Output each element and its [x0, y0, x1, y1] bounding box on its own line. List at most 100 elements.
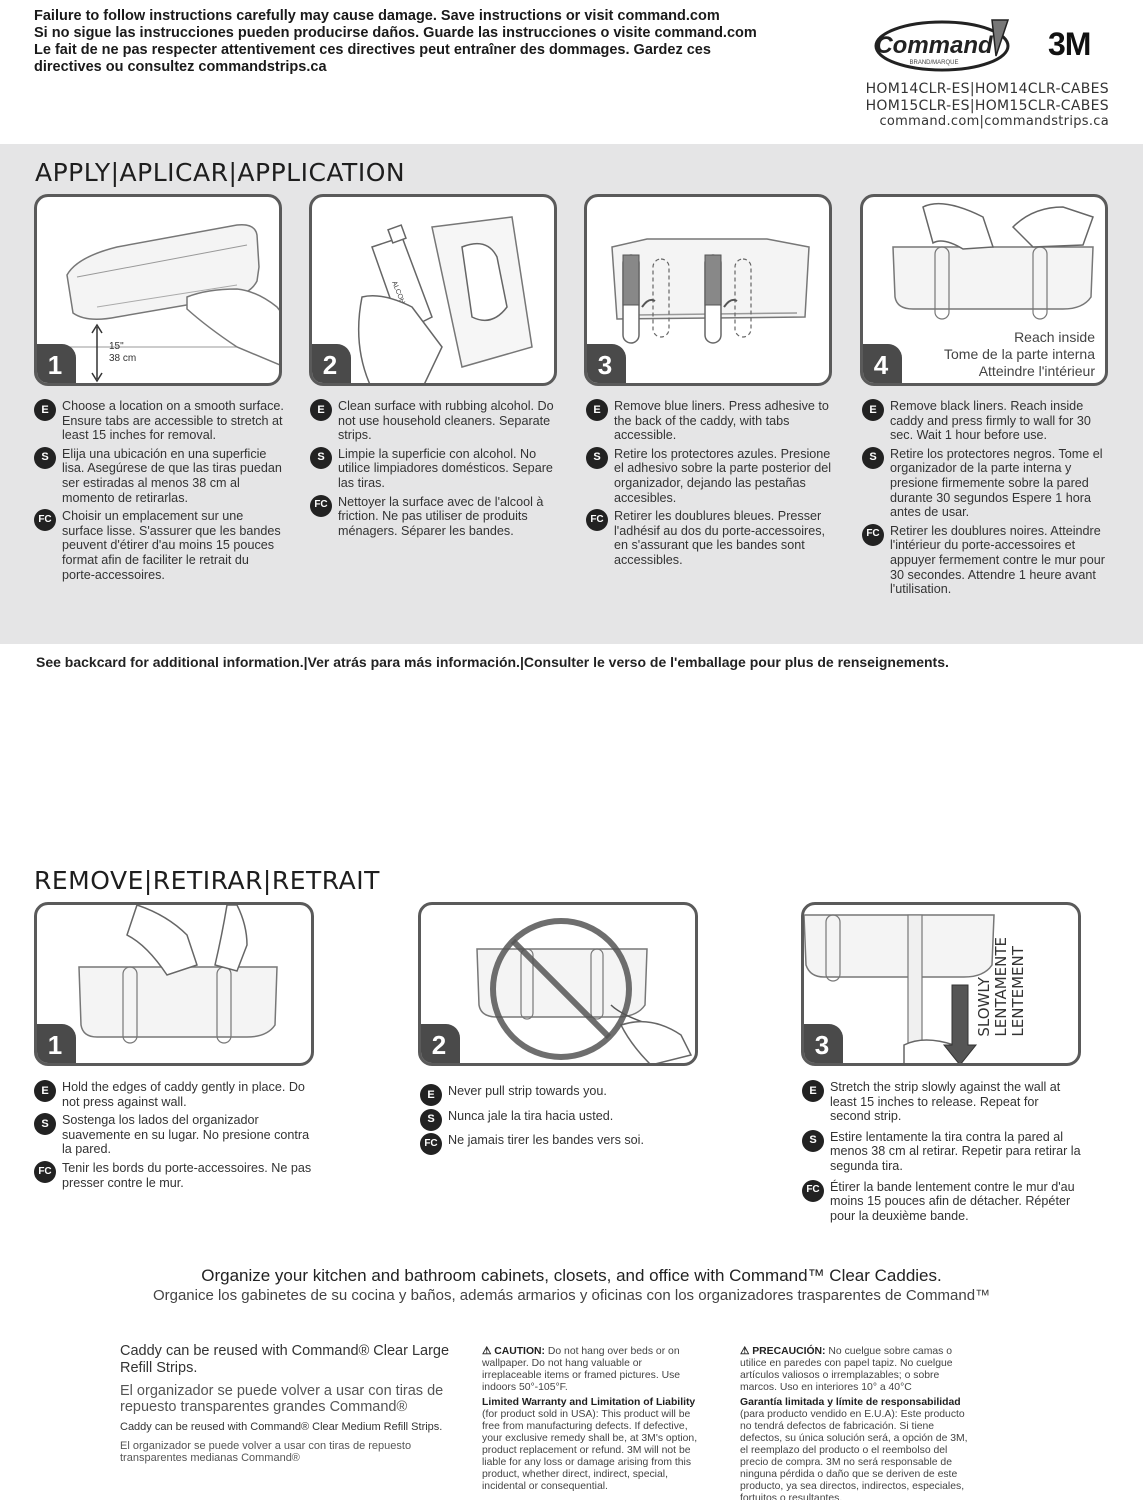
step-number: 3 — [587, 344, 626, 383]
slowly-label-group: SLOWLY LENTAMENTE LENTEMENT — [975, 937, 1046, 1057]
hold-edges-illustration — [78, 905, 278, 1044]
caution-text: No cuelgue sobre camas o utilice en pare… — [740, 1346, 953, 1393]
reuse-large-spanish: El organizador se puede volver a usar co… — [120, 1383, 444, 1415]
measure-cm: 38 cm — [109, 353, 136, 364]
remove-title: REMOVE|RETIRAR|RETRAIT — [34, 866, 380, 895]
adhesive-strips-illustration — [611, 238, 810, 344]
instruction-text: Sostenga los lados del organizador suave… — [62, 1113, 310, 1157]
instruction-french: FC Ne jamais tirer les bandes vers soi. — [420, 1133, 700, 1156]
warning-line: Le fait de ne pas respecter attentivemen… — [34, 42, 711, 58]
instruction-text: Étirer la bande lentement contre le mur … — [830, 1179, 1075, 1223]
instruction-text: Ne jamais tirer les bandes vers soi. — [448, 1133, 644, 1148]
instruction-french: FC Retirer les doublures bleues. Presser … — [586, 509, 836, 567]
product-codes: HOM14CLR-ES|HOM14CLR-CABES HOM15CLR-ES|H… — [866, 81, 1109, 131]
english-badge: E — [586, 399, 608, 421]
warranty-english: Limited Warranty and Limitation of Liabi… — [482, 1397, 704, 1493]
warranty-spanish: Garantía limitada y límite de responsabi… — [740, 1397, 976, 1500]
instruction-text: Clean surface with rubbing alcohol. Do n… — [338, 399, 554, 443]
instruction-text: Choose a location on a smooth surface. E… — [62, 399, 284, 443]
french-badge: FC — [586, 509, 608, 532]
reach-inside-label: Reach inside Tome de la parte interna At… — [944, 329, 1095, 380]
website-links: command.com|commandstrips.ca — [879, 114, 1109, 129]
remove-panel-1: 1 — [34, 902, 314, 1066]
slowly-en: SLOWLY — [975, 977, 993, 1037]
warning-text: Failure to follow instructions carefully… — [34, 8, 834, 76]
command-logo: Command BRAND/MARQUE — [874, 19, 1010, 72]
apply-panel-4: Reach inside Tome de la parte interna At… — [860, 194, 1108, 386]
instruction-french: FC Nettoyer la surface avec de l'alcool à… — [310, 494, 560, 539]
instruction-english: E Choose a location on a smooth surface. … — [34, 399, 284, 443]
instruction-french: FC Tenir les bords du porte-accessoires. … — [34, 1160, 314, 1190]
brand-marque-text: BRAND/MARQUE — [909, 60, 958, 66]
warning-line: Si no sigue las instrucciones pueden pro… — [34, 25, 757, 41]
instruction-text: Estire lentamente la tira contra la pare… — [830, 1129, 1081, 1173]
instruction-spanish: S Limpie la superficie con alcohol. No ut… — [310, 446, 560, 491]
remove-panel-3: SLOWLY LENTAMENTE LENTEMENT 3 — [801, 902, 1081, 1066]
caddy-placement-illustration: 15" 38 cm — [37, 223, 279, 383]
measure-inches: 15" — [109, 341, 124, 352]
slowly-fc: LENTEMENT — [1009, 946, 1027, 1037]
caution-title: ⚠ CAUTION: — [482, 1346, 545, 1357]
brand-logos: Command BRAND/MARQUE 3M — [872, 10, 1112, 80]
product-code-line: HOM14CLR-ES|HOM14CLR-CABES — [865, 81, 1109, 97]
spanish-badge: S — [586, 446, 608, 469]
instruction-text: Remove blue liners. Press adhesive to th… — [614, 399, 829, 443]
instruction-spanish: S Estire lentamente la tira contra la par… — [802, 1129, 1082, 1174]
instruction-english: E Remove black liners. Reach inside caddy… — [862, 399, 1112, 443]
instruction-text: Limpie la superficie con alcohol. No uti… — [338, 446, 553, 490]
instruction-text: Nunca jale la tira hacia usted. — [448, 1108, 614, 1123]
apply-panel-1: 15" 38 cm 1 — [34, 194, 282, 386]
step-number: 3 — [804, 1024, 843, 1063]
step-number: 2 — [421, 1024, 460, 1063]
step-number: 2 — [312, 344, 351, 383]
organize-spanish: Organice los gabinetes de su cocina y ba… — [152, 1287, 991, 1304]
warning-line: Failure to follow instructions carefully… — [34, 8, 720, 24]
warranty-text: (for product sold in USA): This product … — [482, 1409, 698, 1492]
instruction-spanish: S Sostenga los lados del organizador suav… — [34, 1113, 314, 1157]
reuse-info: Caddy can be reused with Command® Clear … — [120, 1343, 450, 1464]
caution-english: ⚠ CAUTION: Do not hang over beds or on w… — [482, 1346, 704, 1394]
clean-surface-illustration: ALCOHOL L'ALCOOL — [357, 216, 533, 383]
warranty-text: (para producto vendido en E.U.A): Este p… — [740, 1409, 968, 1500]
french-badge: FC — [34, 1160, 56, 1183]
instruction-text: Retirer les doublures bleues. Presser l'… — [614, 509, 826, 567]
spanish-badge: S — [310, 446, 332, 469]
apply-panel-2: ALCOHOL L'ALCOOL 2 — [309, 194, 557, 386]
organize-tagline: Organize your kitchen and bathroom cabin… — [0, 1266, 1143, 1304]
french-badge: FC — [862, 523, 884, 546]
instruction-text: Remove black liners. Reach inside caddy … — [890, 399, 1091, 443]
legal-spanish: ⚠ PRECAUCIÓN: No cuelgue sobre camas o u… — [740, 1346, 976, 1500]
command-logo-text: Command — [875, 32, 994, 59]
spanish-badge: S — [802, 1129, 824, 1152]
instruction-text: Nettoyer la surface avec de l'alcool à f… — [338, 494, 544, 538]
caution-title: ⚠ PRECAUCIÓN: — [740, 1346, 826, 1357]
reach-inside-fc: Atteindre l'intérieur — [978, 363, 1095, 379]
backcard-note: See backcard for additional information.… — [36, 654, 949, 670]
caution-text: Do not hang over beds or on wallpaper. D… — [482, 1346, 681, 1393]
instruction-text: Elija una ubicación en una superficie li… — [62, 446, 282, 505]
reach-inside-es: Tome de la parte interna — [944, 346, 1095, 362]
french-badge: FC — [420, 1133, 442, 1156]
apply-step-3-instructions: E Remove blue liners. Press adhesive to t… — [586, 399, 836, 572]
spanish-badge: S — [862, 446, 884, 469]
french-badge: FC — [310, 494, 332, 517]
caution-spanish: ⚠ PRECAUCIÓN: No cuelgue sobre camas o u… — [740, 1346, 976, 1394]
instruction-text: Never pull strip towards you. — [448, 1084, 607, 1098]
reuse-medium-english: Caddy can be reused with Command® Clear … — [120, 1421, 443, 1433]
apply-step-1-instructions: E Choose a location on a smooth surface. … — [34, 399, 284, 586]
spanish-badge: S — [34, 1113, 56, 1136]
english-badge: E — [420, 1084, 442, 1106]
instruction-text: Tenir les bords du porte-accessoires. Ne… — [62, 1160, 312, 1190]
english-badge: E — [34, 399, 56, 421]
english-badge: E — [862, 399, 884, 421]
reach-inside-en: Reach inside — [1014, 329, 1095, 345]
instruction-english: E Remove blue liners. Press adhesive to t… — [586, 399, 836, 443]
organize-english: Organize your kitchen and bathroom cabin… — [201, 1266, 942, 1285]
